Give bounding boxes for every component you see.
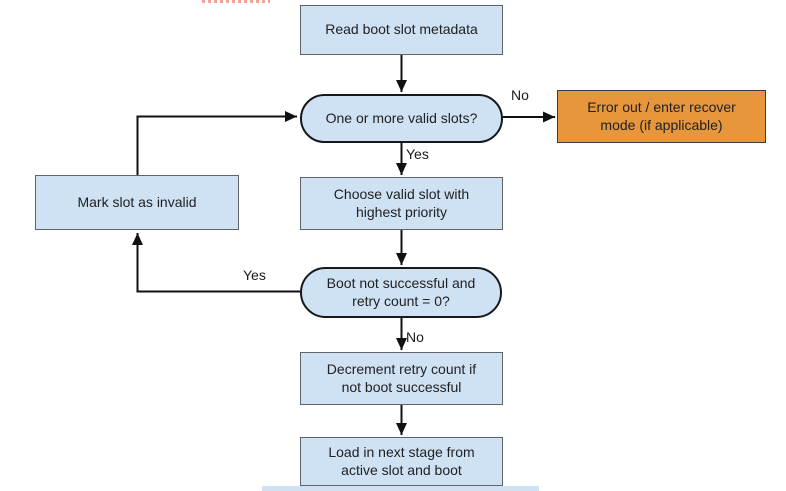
node-error-out-recover-mode[interactable]: Error out / enter recover mode (if appli… — [557, 90, 766, 143]
edge-label-yes: Yes — [406, 146, 429, 162]
edge-bootcheck-yes-to-mark — [132, 233, 300, 293]
node-label: Boot not successful and retry count = 0? — [326, 274, 476, 309]
edge-label-no: No — [511, 87, 529, 103]
node-label: Error out / enter recover mode (if appli… — [587, 98, 736, 133]
edge-label-yes: Yes — [243, 267, 266, 283]
edge-mark-to-valid-loop — [136, 111, 297, 175]
node-choose-valid-slot[interactable]: Choose valid slot with highest priority — [300, 177, 503, 230]
node-boot-not-successful-check[interactable]: Boot not successful and retry count = 0? — [300, 267, 502, 318]
red-dotted-artifact — [202, 0, 270, 3]
node-mark-slot-invalid[interactable]: Mark slot as invalid — [35, 175, 239, 230]
edge-label-no: No — [406, 329, 424, 345]
partial-shape-bottom-edge — [262, 486, 539, 491]
node-decrement-retry-count[interactable]: Decrement retry count if not boot succes… — [300, 352, 503, 405]
node-label: Load in next stage from active slot and … — [328, 443, 475, 478]
node-label: Choose valid slot with highest priority — [333, 185, 470, 220]
node-one-or-more-valid-slots[interactable]: One or more valid slots? — [300, 94, 503, 143]
node-label: Read boot slot metadata — [325, 21, 478, 38]
node-read-boot-slot-metadata[interactable]: Read boot slot metadata — [300, 5, 503, 55]
node-load-next-stage[interactable]: Load in next stage from active slot and … — [300, 437, 503, 486]
node-label: One or more valid slots? — [325, 109, 478, 126]
node-label: Decrement retry count if not boot succes… — [326, 360, 477, 395]
node-label: Mark slot as invalid — [77, 193, 197, 210]
